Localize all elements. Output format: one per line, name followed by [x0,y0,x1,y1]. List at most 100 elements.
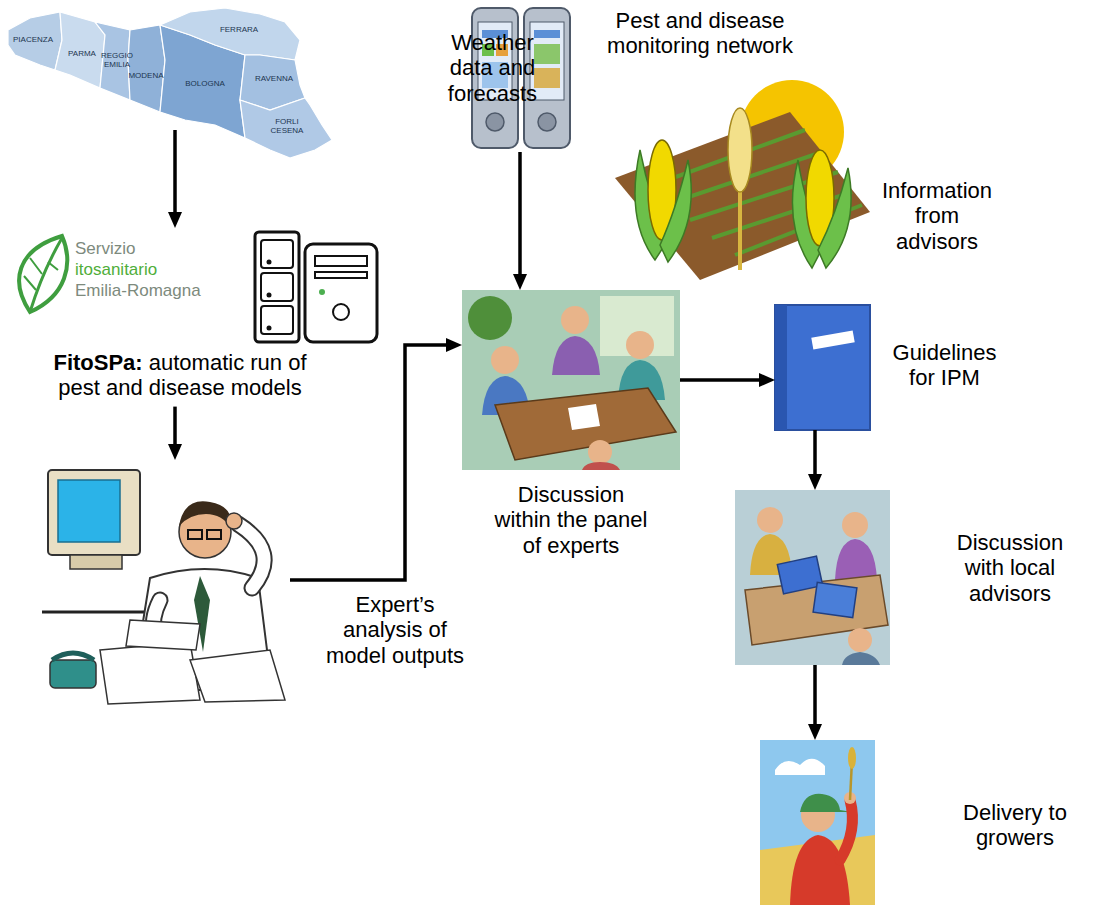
plant [468,296,512,340]
map-label: FERRARA [213,26,265,35]
paper-sheet [126,620,200,650]
map-label: BOLOGNA [182,80,228,89]
man-hand [226,513,242,529]
expert-illustration [42,470,285,704]
person-body [842,652,880,665]
province-shape [160,8,300,60]
paper-sheet [190,650,285,702]
person-body [582,462,620,470]
desk-edge [42,611,150,614]
person-head [626,331,654,359]
pda-icon [534,44,560,64]
glasses [188,530,202,539]
flow-arrow [173,407,177,444]
leaf-vein [30,238,62,312]
pda-button [538,113,556,131]
grower-illustration [760,740,875,905]
flow-arrow [813,430,817,474]
power-button [333,304,349,320]
drive-bay [261,273,293,301]
caption-text: Weather data and forecasts [430,30,555,106]
illustration-node: Discussion with local advisors [735,490,890,665]
grower-body [790,835,850,905]
person-head [757,507,783,533]
corn-leaf [818,168,851,268]
computer-tower [255,232,299,342]
person-head [491,346,519,374]
caption-text: Delivery to growers [950,800,1080,851]
man-arm-outline [238,524,264,588]
person-body [552,336,600,375]
monitor-screen [58,480,120,542]
person-body [835,539,877,580]
cloud [775,759,825,775]
pda-icon [534,30,560,38]
province-shape [240,98,332,158]
logo-text: Servizio [75,240,235,259]
illustration-node: Discussion within the panel of experts [462,290,680,470]
flow-arrow [290,345,446,580]
paper-sheet [568,404,600,430]
meeting-background [735,490,890,665]
computer-case [305,244,377,342]
book-label [811,330,854,349]
illustration-node: Expert’s analysis of model outputs [40,460,290,705]
caption-bold: FitoSPa: [53,350,142,375]
region-map [8,8,332,158]
drive-bay [261,306,293,334]
caption-text: FitoSPa: automatic run of pest and disea… [30,350,330,401]
drive-button [267,326,272,331]
blue-folder [813,582,857,617]
person-head [848,628,872,652]
logo-text: itosanitario [75,261,235,280]
meeting-background [462,290,680,470]
drive-bay [261,240,293,268]
advisors-illustration [735,490,890,665]
person-head [842,512,868,538]
pda-icon [534,68,560,88]
person-head [561,306,589,334]
illustration-node: Weather data and forecasts [5,5,555,130]
paper-sheet [100,642,200,704]
map-label: RAVENNA [251,75,297,84]
meeting-illustration [462,290,680,470]
illustration-node: Guidelines for IPM [775,305,870,430]
caption-text: Pest and disease monitoring network [600,8,800,59]
wheat-field [760,835,875,905]
man-hair [179,501,231,528]
drive-button [267,293,272,298]
logo-text: Emilia-Romagna [75,282,245,301]
glasses [207,530,221,539]
sky [760,740,875,905]
wheat-ear [728,108,752,192]
logo-leaf [19,236,67,312]
province-shape [8,12,62,70]
flow-arrow [518,152,522,274]
caption-text: Discussion within the panel of experts [490,482,652,558]
book-icon [775,305,870,430]
province-shape [128,25,165,112]
power-light [319,289,325,295]
map-label: FORLI CESENA [266,118,308,136]
map-label: PARMA [65,50,99,59]
grower-arm [840,800,852,860]
computer-icon [255,232,377,342]
floppy-drive [315,272,367,278]
book-cover [775,305,870,430]
map-label: PIACENZA [10,36,56,45]
wheat-ear [848,747,856,769]
book-spine [775,305,787,430]
pda-button [486,113,504,131]
man-arm [238,524,264,588]
caption-text: Discussion with local advisors [945,530,1075,606]
illustration-node: Pest and disease monitoring networkInfor… [465,3,810,152]
map-label: MODENA [127,72,165,81]
caption-text: Information from advisors [872,178,1002,254]
corn-leaf [660,160,691,262]
person-head [588,440,612,464]
